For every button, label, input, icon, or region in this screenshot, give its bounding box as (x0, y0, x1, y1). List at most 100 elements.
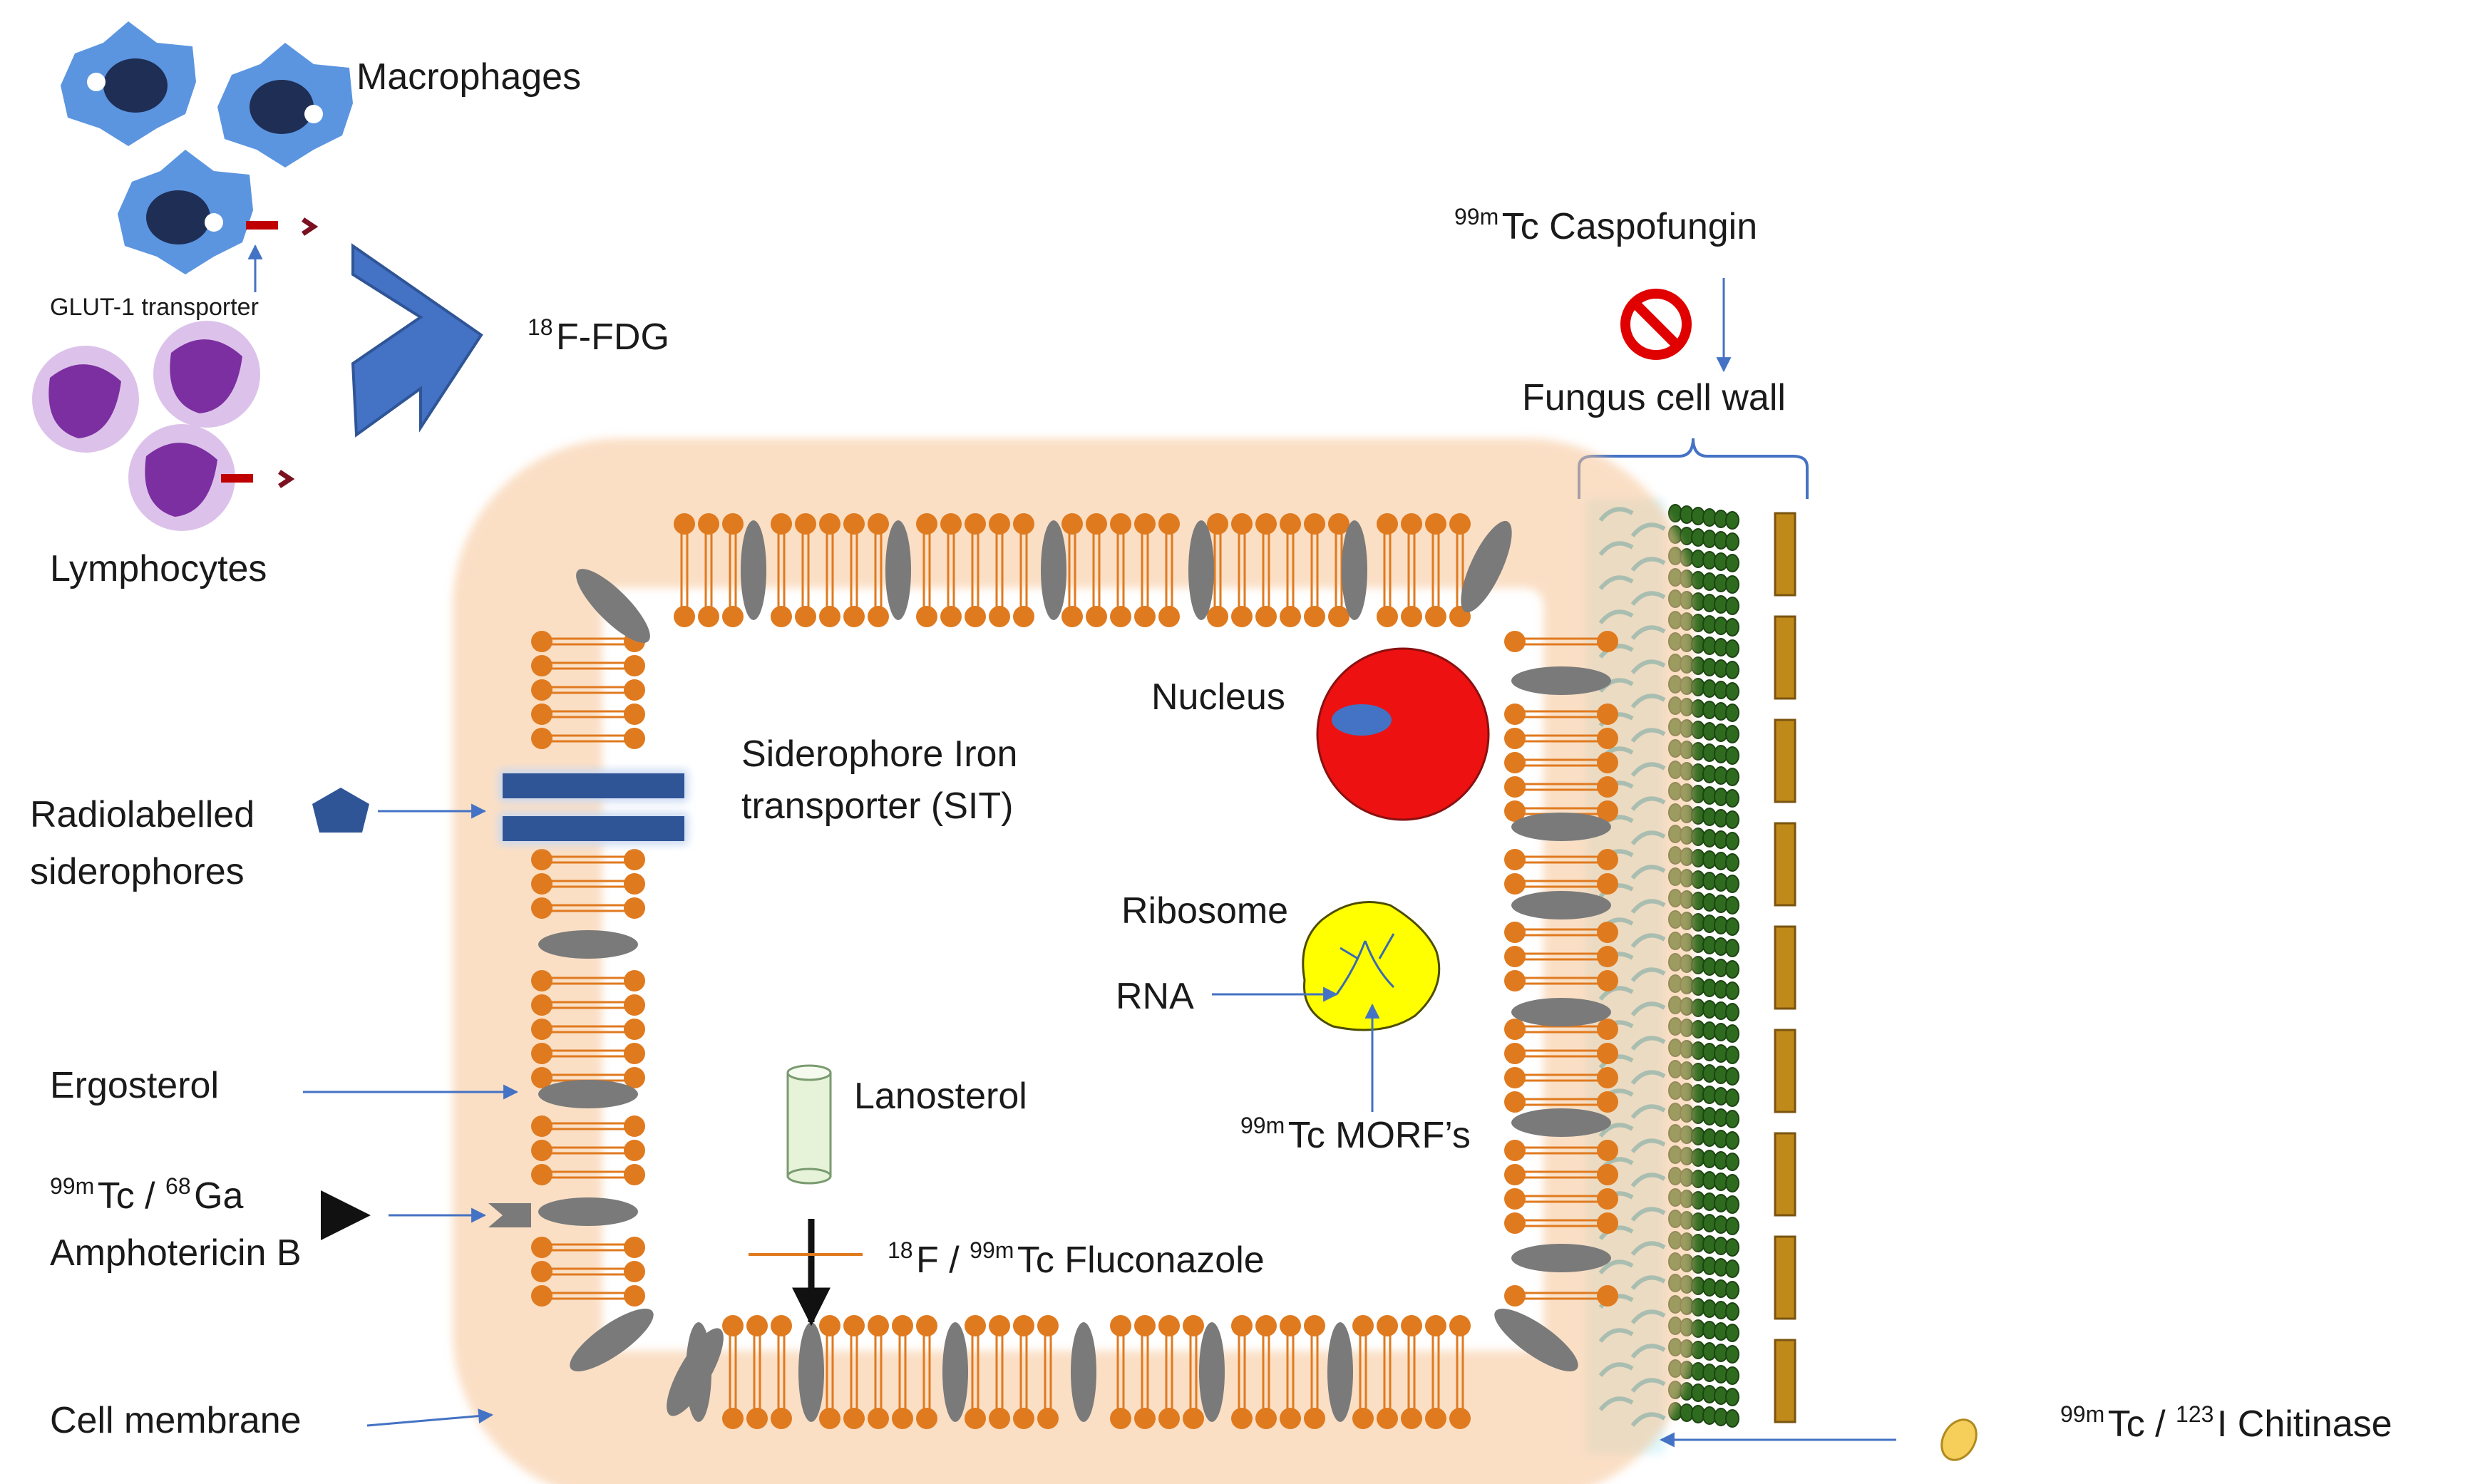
mannoprotein-block (1774, 718, 1796, 803)
lipid-head (1401, 1315, 1422, 1336)
lipid-head (795, 606, 816, 627)
amphotericin-end: Ga (194, 1175, 243, 1217)
lipid-head (1504, 800, 1526, 822)
lipid-head (1255, 606, 1277, 627)
macrophage-cell (118, 150, 319, 274)
lipid-head (940, 513, 962, 535)
phospholipid-pair (1504, 1140, 1618, 1161)
mannoprotein-block (1774, 615, 1796, 700)
mannoprotein-block (1774, 512, 1796, 597)
lipid-head (771, 513, 792, 535)
phospholipid-pair (531, 1237, 645, 1258)
phospholipid-pair (1013, 1315, 1034, 1429)
lipid-head (965, 606, 986, 627)
morf-label: 99m Tc MORF’s (1240, 1113, 1471, 1156)
phospholipid-pair (1504, 1164, 1618, 1185)
ergosterol-molecule (570, 1308, 654, 1372)
glut1-label: GLUT-1 transporter (50, 294, 259, 321)
phospholipid-pair (674, 513, 695, 627)
phospholipid-pair (819, 513, 840, 627)
phospholipid-pair (746, 1315, 768, 1429)
phospholipid-pair (1207, 513, 1228, 627)
lipid-head (1158, 1315, 1180, 1336)
lipid-head (989, 1408, 1010, 1429)
phospholipid-pair (843, 1315, 865, 1429)
phospholipid-pair (795, 513, 816, 627)
lipid-head (1504, 752, 1526, 773)
lipid-head (819, 606, 840, 627)
lipid-head (1425, 1408, 1446, 1429)
lipid-head (1134, 606, 1156, 627)
phospholipid-pair (531, 679, 645, 701)
ergosterol-molecule (1511, 998, 1611, 1026)
phospholipid-pair (531, 704, 645, 725)
ergosterol-molecule (942, 1322, 968, 1422)
lipid-head (624, 1067, 645, 1088)
lipid-head (1280, 606, 1301, 627)
lipid-head (674, 513, 695, 535)
phospholipid-pair (1377, 1315, 1398, 1429)
lipid-head (1597, 946, 1618, 967)
lipid-head (892, 1315, 913, 1336)
ergosterol-molecule (1188, 520, 1214, 620)
ergosterol-molecule (1511, 1244, 1611, 1272)
lipid-head (1425, 513, 1446, 535)
macrophages-label: Macrophages (356, 56, 581, 98)
phospholipid-pair (531, 1115, 645, 1137)
lipid-head (674, 606, 695, 627)
lipid-head (989, 513, 1010, 535)
phospholipid-pair (916, 1315, 937, 1429)
lipid-head (1504, 970, 1526, 991)
phospholipid-pair (1504, 752, 1618, 773)
phospholipid-pair (1231, 513, 1253, 627)
caspofungin-superscript: 99m (1454, 204, 1498, 230)
phospholipid-pair (698, 513, 719, 627)
lipid-head (1134, 1408, 1156, 1429)
phospholipid-pair (1504, 970, 1618, 991)
lanosterol-label: Lanosterol (854, 1076, 1027, 1117)
lipid-head (1597, 1091, 1618, 1113)
phospholipid-pair (1504, 1043, 1618, 1064)
lipid-head (624, 994, 645, 1016)
lipid-head (1183, 1315, 1204, 1336)
lipid-head (722, 513, 744, 535)
phospholipid-pair (989, 513, 1010, 627)
lipid-head (1597, 873, 1618, 895)
sit-label-line2: transporter (SIT) (741, 785, 1013, 827)
lipid-head (771, 1315, 792, 1336)
lipid-head (1037, 1315, 1059, 1336)
lipid-head (1134, 1315, 1156, 1336)
lipid-head (1504, 922, 1526, 943)
phospholipid-pair (868, 1315, 889, 1429)
lipid-head (1449, 513, 1471, 535)
lipid-head (1183, 1408, 1204, 1429)
lipid-head (1158, 606, 1180, 627)
phospholipid-pair (771, 1315, 792, 1429)
lipid-head (1304, 606, 1325, 627)
phospholipid-pair (843, 513, 865, 627)
lipid-head (1207, 513, 1228, 535)
lipid-head (1597, 776, 1618, 798)
lipid-head (965, 1315, 986, 1336)
fungus-cell-wall-label: Fungus cell wall (1522, 377, 1786, 418)
lipid-head (1597, 1164, 1618, 1185)
lipid-head (746, 1408, 768, 1429)
lipid-head (1597, 1212, 1618, 1234)
lipid-head (843, 1315, 865, 1336)
lipid-head (624, 1261, 645, 1282)
lipid-head (1255, 1408, 1277, 1429)
phospholipid-pair (1504, 631, 1618, 652)
cell-membrane-label: Cell membrane (50, 1400, 302, 1441)
mannoprotein-block (1774, 1029, 1796, 1113)
lipid-head (1352, 1408, 1374, 1429)
lipid-head (1110, 1408, 1131, 1429)
lipid-head (916, 606, 937, 627)
lipid-head (1504, 1091, 1526, 1113)
lipid-head (624, 970, 645, 991)
lipid-head (698, 606, 719, 627)
lipid-head (989, 1315, 1010, 1336)
phospholipid-pair (1504, 1091, 1618, 1113)
lipid-head (1280, 513, 1301, 535)
radiolabelled-siderophores-label-line2: siderophores (30, 851, 245, 892)
